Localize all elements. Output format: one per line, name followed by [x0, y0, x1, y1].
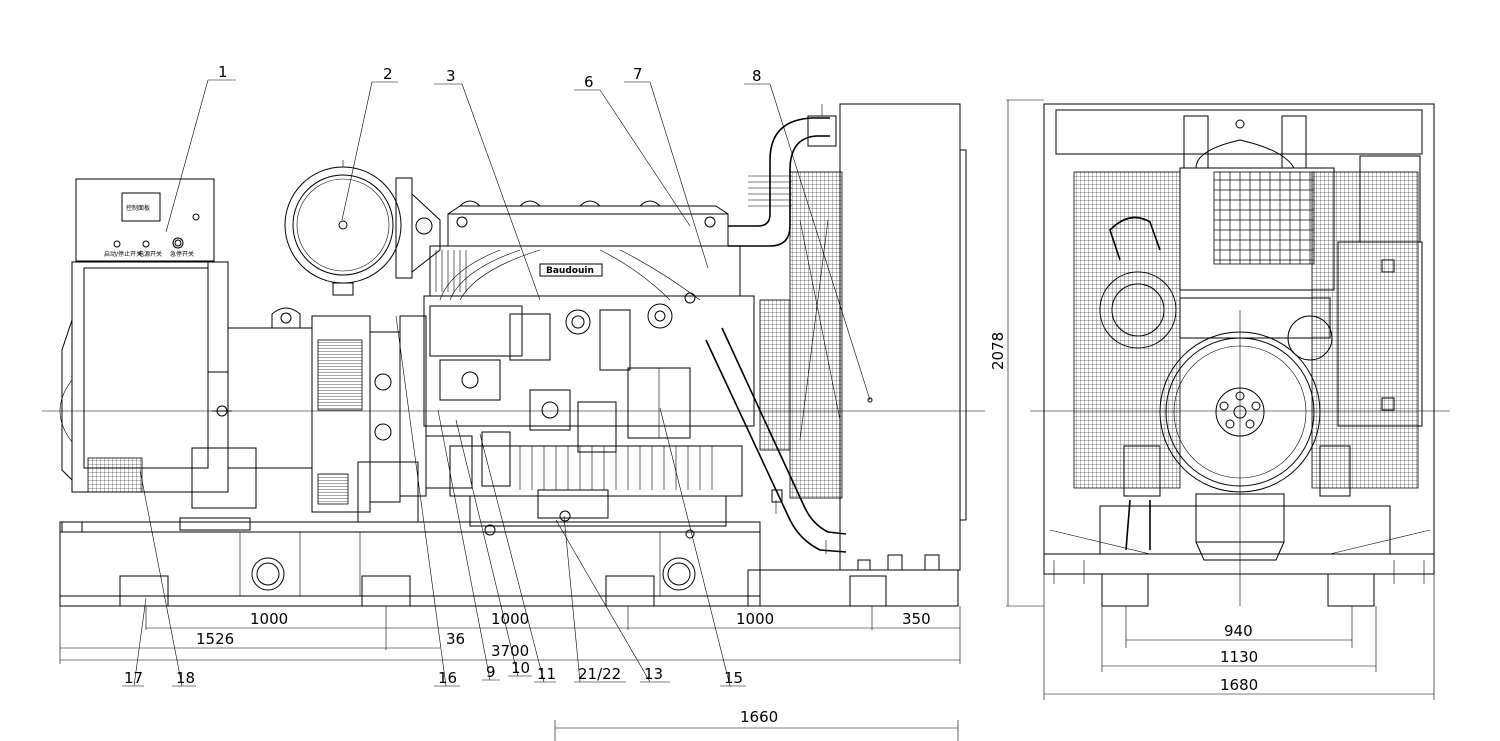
dim-base-segment-2: 1000	[491, 610, 529, 628]
air-filter	[284, 160, 441, 296]
dim-alternator-span: 1526	[196, 630, 234, 648]
dim-base-segment-3: 1000	[736, 610, 774, 628]
callout-6: 6	[584, 73, 594, 91]
dim-small-offset: 36	[446, 630, 465, 648]
callout-17: 17	[124, 669, 143, 687]
callout-1: 1	[218, 63, 228, 81]
dim-end-total-width: 1680	[1220, 676, 1258, 694]
panel-label-mid: 电源开关	[138, 250, 162, 258]
base-frame	[59, 521, 761, 607]
engine-logo-text: Baudouin	[546, 266, 594, 276]
alternator: 控制面板 启动/停止开关 电源开关 急停开关	[59, 178, 313, 531]
dim-bottom-width: 1660	[740, 708, 778, 726]
callout-16: 16	[438, 669, 457, 687]
callout-18: 18	[176, 669, 195, 687]
diesel-engine: Baudouin	[423, 200, 755, 539]
dim-total-length: 3700	[491, 642, 529, 660]
radiator-base	[747, 554, 959, 607]
callout-3: 3	[446, 67, 456, 85]
dim-radiator-offset: 350	[902, 610, 931, 628]
panel-label-right: 急停开关	[170, 250, 194, 258]
callout-labels: 1 2 3 6 7 8 9 10 11 13 15 16 17 18 21/22	[124, 63, 762, 687]
callout-21-22: 21/22	[578, 665, 621, 683]
side-view: 控制面板 启动/停止开关 电源开关 急停开关	[42, 103, 985, 607]
end-view	[1030, 103, 1450, 607]
panel-label-left: 启动/停止开关	[104, 250, 142, 258]
callout-8: 8	[752, 67, 762, 85]
callout-15: 15	[724, 669, 743, 687]
callout-13: 13	[644, 665, 663, 683]
dimension-lines: 1000 1000 1000 350 1526 36 3700 1660 207…	[59, 99, 1435, 741]
callout-11: 11	[537, 665, 556, 683]
callout-leaders	[122, 79, 871, 687]
callout-10: 10	[511, 659, 530, 677]
coupling-housing	[311, 315, 427, 523]
upper-hose	[728, 104, 837, 247]
dim-end-mount-outer: 1130	[1220, 648, 1258, 666]
dim-base-segment-1: 1000	[250, 610, 288, 628]
dim-end-mount-inner: 940	[1224, 622, 1253, 640]
callout-7: 7	[633, 65, 643, 83]
dim-total-height: 2078	[989, 332, 1007, 370]
radiator	[759, 103, 967, 571]
panel-title-label: 控制面板	[126, 204, 150, 212]
callout-9: 9	[486, 663, 496, 681]
callout-2: 2	[383, 65, 393, 83]
intake-pipe	[705, 327, 847, 554]
